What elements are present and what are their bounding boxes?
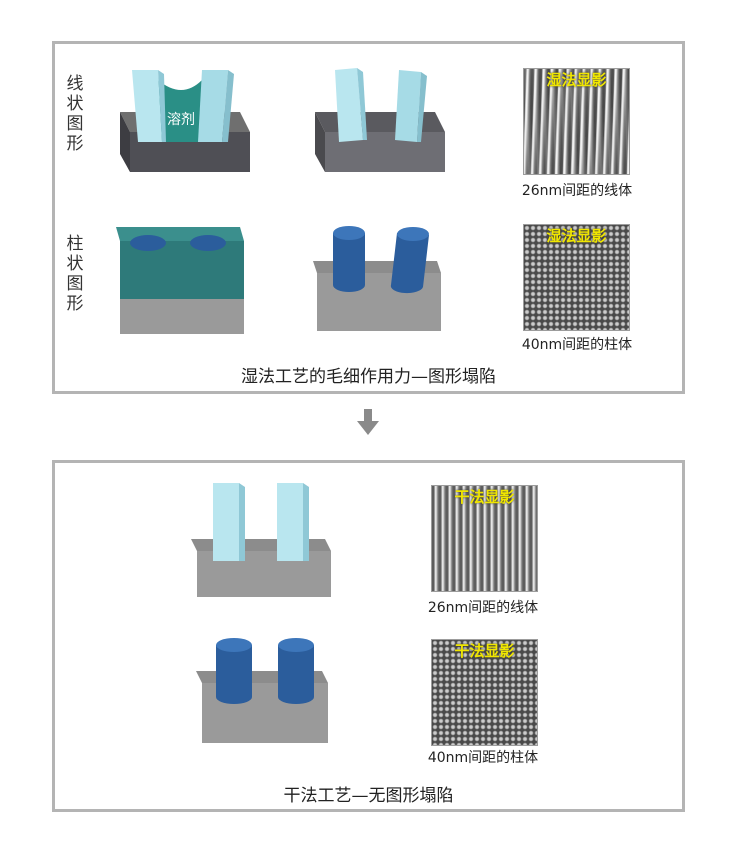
dry-pillars-illustration bbox=[196, 638, 328, 743]
sem-image-wet-pillars: 湿法显影 bbox=[523, 224, 630, 331]
sem-title-wet-lines: 湿法显影 bbox=[546, 71, 607, 89]
sem-title-dry-lines: 干法显影 bbox=[454, 488, 515, 506]
sem-caption-wet-lines: 26nm间距的线体 bbox=[521, 183, 633, 199]
down-arrow-icon bbox=[357, 409, 379, 435]
dry-process-caption: 干法工艺—无图形塌陷 bbox=[283, 786, 454, 806]
dry-process-panel: 干法显影 26nm间距的线体 干法显影 40nm间距的柱体 干法工艺—无图形塌陷 bbox=[52, 460, 685, 812]
sem-title-wet-pillars: 湿法显影 bbox=[546, 227, 607, 245]
wet-lines-with-solvent-illustration: 溶剂 bbox=[120, 70, 250, 172]
sem-image-dry-lines: 干法显影 bbox=[431, 485, 538, 592]
solvent-label: 溶剂 bbox=[167, 112, 195, 128]
dry-lines-illustration bbox=[191, 483, 331, 597]
wet-pillars-collapsed-illustration bbox=[313, 226, 441, 331]
wet-pillars-in-solvent-illustration bbox=[116, 227, 244, 334]
sem-caption-dry-lines: 26nm间距的线体 bbox=[427, 600, 539, 616]
sem-title-dry-pillars: 干法显影 bbox=[454, 642, 515, 660]
sem-image-dry-pillars: 干法显影 bbox=[431, 639, 538, 746]
row-label-pillars: 柱状图形 bbox=[66, 234, 84, 314]
wet-lines-collapsed-illustration bbox=[315, 68, 445, 172]
wet-process-caption: 湿法工艺的毛细作用力—图形塌陷 bbox=[241, 367, 496, 387]
sem-image-wet-lines: 湿法显影 bbox=[523, 68, 630, 175]
sem-caption-wet-pillars: 40nm间距的柱体 bbox=[521, 337, 633, 353]
sem-caption-dry-pillars: 40nm间距的柱体 bbox=[427, 750, 539, 766]
wet-process-panel: 线状图形 柱状图形 溶剂 湿法显影 26nm间距的线体 bbox=[52, 41, 685, 394]
row-label-lines: 线状图形 bbox=[66, 74, 84, 154]
